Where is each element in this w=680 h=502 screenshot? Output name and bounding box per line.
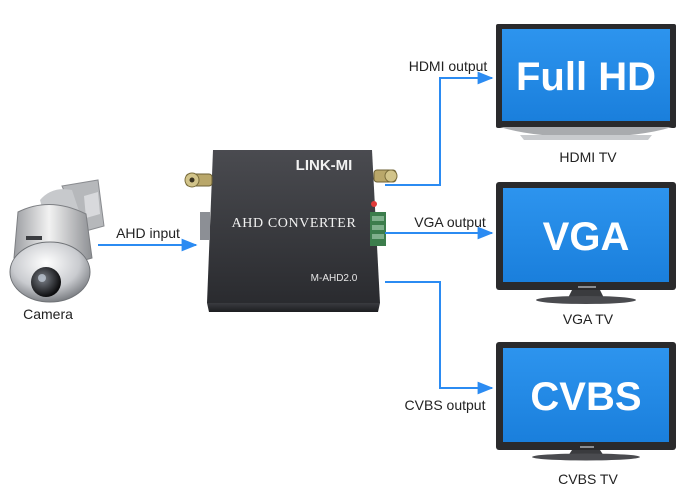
camera-brand-mark xyxy=(26,236,42,240)
hdmi-output-arrow xyxy=(385,71,494,186)
camera-label: Camera xyxy=(23,306,73,322)
power-led-icon xyxy=(371,201,377,207)
cvbs-tv-label: CVBS TV xyxy=(558,471,618,487)
cvbs-output-label: CVBS output xyxy=(405,397,486,413)
converter-brand: LINK-MI xyxy=(296,157,353,174)
vga-tv-screen xyxy=(503,188,669,282)
side-port-icon xyxy=(200,212,210,240)
converter-model: M-AHD2.0 xyxy=(311,273,358,284)
hdmi-output-label: HDMI output xyxy=(409,58,488,74)
vga-tv-icon xyxy=(496,182,676,304)
cvbs-tv-screen-text: CVBS xyxy=(530,375,641,419)
hdmi-tv-screen-text: Full HD xyxy=(516,55,656,99)
camera-lens-icon xyxy=(31,267,61,297)
cvbs-tv-icon xyxy=(496,342,676,461)
ahd-input-label: AHD input xyxy=(116,225,180,241)
hdmi-tv-icon xyxy=(496,24,676,140)
ahd-converter-device xyxy=(184,150,398,312)
hdmi-tv-label: HDMI TV xyxy=(559,149,617,165)
converter-title: AHD CONVERTER xyxy=(232,216,357,231)
vga-tv-screen-text: VGA xyxy=(543,215,630,259)
vga-output-label: VGA output xyxy=(414,214,486,230)
vga-tv-label: VGA TV xyxy=(563,311,614,327)
cvbs-tv-screen xyxy=(503,348,669,442)
cvbs-output-arrow xyxy=(385,281,494,395)
hdmi-tv-screen xyxy=(502,29,670,121)
ptz-camera-icon xyxy=(9,179,105,303)
